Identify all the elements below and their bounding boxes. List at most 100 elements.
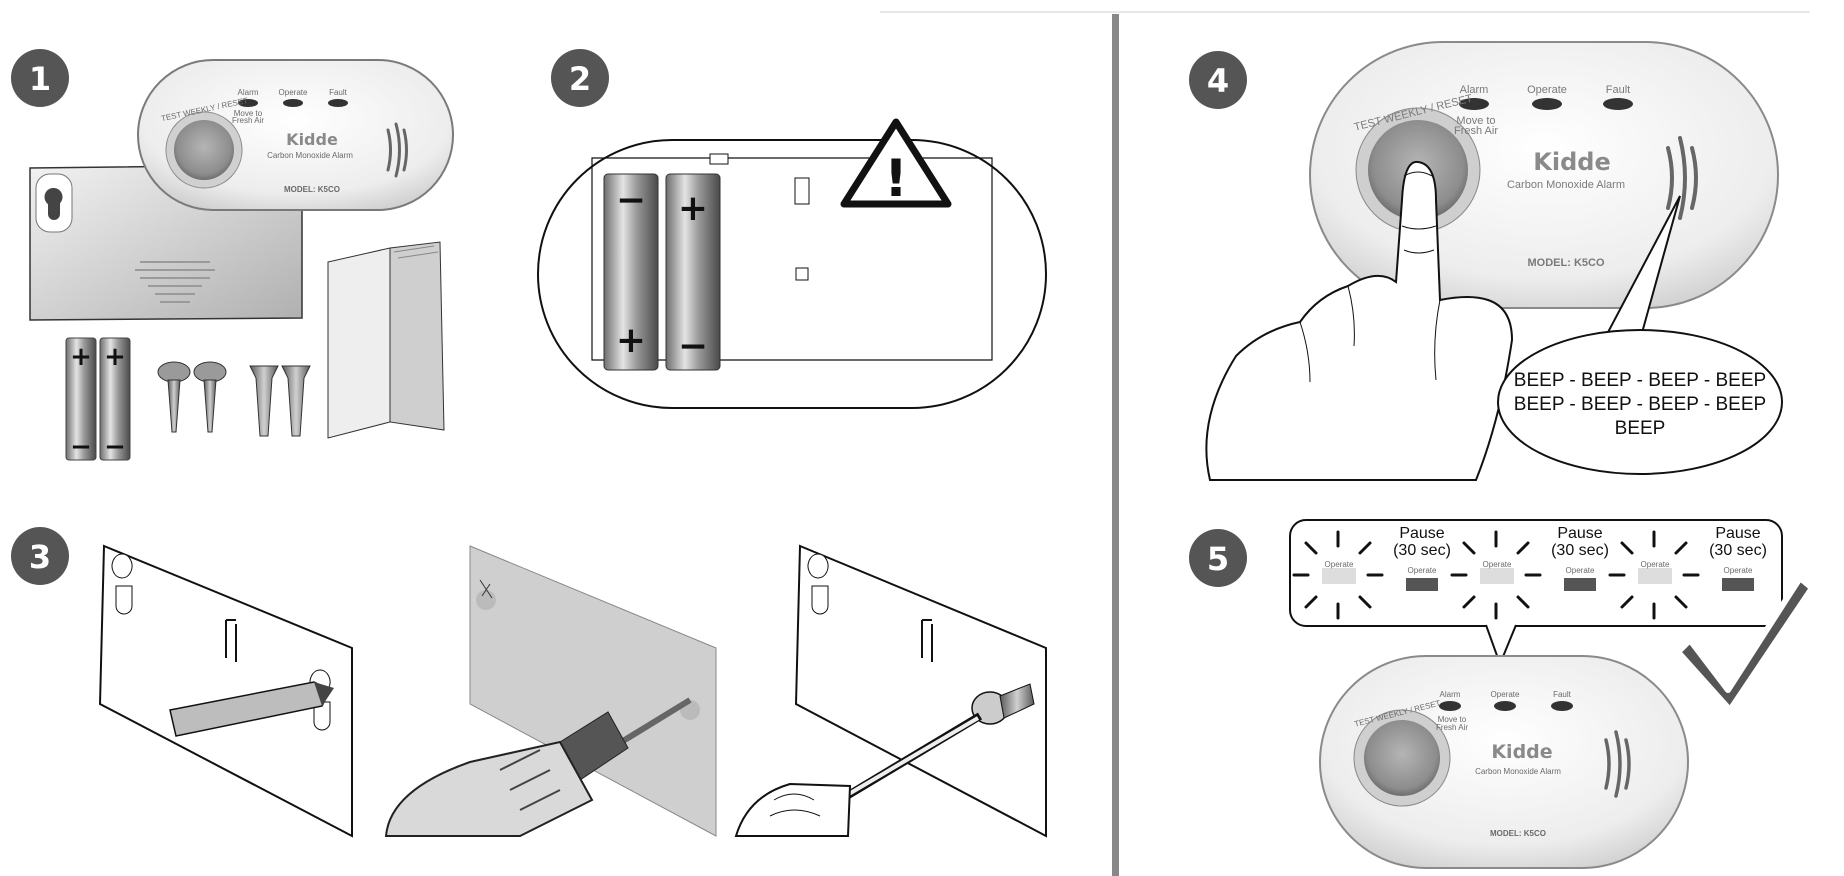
operate-led-off bbox=[1406, 578, 1438, 591]
flash-cycle: Operate Operate Pause (30 sec) bbox=[1292, 525, 1451, 620]
screw-icon bbox=[157, 361, 227, 433]
aa-batteries: + + − − bbox=[65, 337, 131, 462]
alarm-led bbox=[1439, 701, 1461, 711]
test-button bbox=[1364, 720, 1440, 796]
step-5-number: 5 bbox=[1207, 540, 1229, 578]
operate-flash-label: Operate bbox=[1325, 560, 1354, 569]
step-5-panel: 5 Operate Operate Pause (30 sec) bbox=[1189, 519, 1815, 869]
operate-led-label: Operate bbox=[279, 88, 308, 97]
pause-duration: (30 sec) bbox=[1709, 542, 1767, 559]
alarm-led-label: Alarm bbox=[238, 88, 259, 97]
operate-off-label: Operate bbox=[1724, 566, 1753, 575]
move-to-label: Move to bbox=[1438, 715, 1467, 724]
product-name: Carbon Monoxide Alarm bbox=[267, 151, 353, 160]
step-3-panel: 3 bbox=[11, 527, 1047, 838]
alarm-led bbox=[238, 99, 258, 107]
battery-2 bbox=[665, 173, 721, 371]
fresh-air-label: Fresh Air bbox=[1436, 723, 1468, 732]
screw-icon bbox=[971, 683, 1035, 725]
battery-minus: − bbox=[70, 432, 92, 462]
model-label: MODEL: K5CO bbox=[1490, 829, 1546, 838]
flash-sequence-callout: Operate Operate Pause (30 sec) Operate O… bbox=[1289, 519, 1783, 700]
pause-label: Pause bbox=[1557, 525, 1602, 542]
brand-logo: Kidde bbox=[286, 130, 338, 149]
pause-label: Pause bbox=[1715, 525, 1760, 542]
operate-off-label: Operate bbox=[1566, 566, 1595, 575]
product-name: Carbon Monoxide Alarm bbox=[1475, 767, 1561, 776]
step-5-badge bbox=[1189, 529, 1247, 587]
brand-logo: Kidde bbox=[1533, 148, 1610, 176]
fault-led-label: Fault bbox=[1553, 690, 1572, 699]
battery-1-plus: + bbox=[616, 320, 646, 361]
drill-holes-illustration bbox=[384, 545, 717, 837]
checkmark-icon bbox=[1675, 575, 1815, 713]
screwdriver-icon bbox=[734, 712, 983, 837]
step-1-badge bbox=[11, 49, 69, 107]
mark-holes-illustration bbox=[98, 544, 353, 838]
brand-logo: Kidde bbox=[1491, 741, 1552, 763]
fresh-air-label: Fresh Air bbox=[1454, 125, 1498, 137]
wall-plug-icon bbox=[249, 365, 311, 437]
manual-booklet-icon bbox=[327, 241, 445, 439]
step-1-panel: 1 Alarm Operate Fault Move to Fresh Air … bbox=[11, 49, 454, 462]
battery-2-minus: − bbox=[678, 326, 708, 367]
step-3-number: 3 bbox=[29, 538, 51, 576]
operate-led-label: Operate bbox=[1527, 84, 1567, 96]
model-label: MODEL: K5CO bbox=[1528, 257, 1605, 269]
model-label: MODEL: K5CO bbox=[284, 185, 340, 194]
step-2-number: 2 bbox=[569, 60, 591, 98]
move-to-label: Move to bbox=[1456, 115, 1495, 127]
product-name: Carbon Monoxide Alarm bbox=[1507, 179, 1625, 191]
beep-line-3: BEEP bbox=[1615, 418, 1666, 439]
operate-flash-label: Operate bbox=[1641, 560, 1670, 569]
finger-press-icon bbox=[1205, 160, 1514, 481]
co-alarm-unit-large: Alarm Operate Fault Move to Fresh Air TE… bbox=[1309, 41, 1779, 309]
fault-led bbox=[328, 99, 348, 107]
screw-plate-illustration bbox=[734, 544, 1047, 838]
step-3-badge bbox=[11, 527, 69, 585]
alarm-led-label: Alarm bbox=[1460, 84, 1489, 96]
battery-minus: − bbox=[104, 432, 126, 462]
operate-off-label: Operate bbox=[1408, 566, 1437, 575]
alarm-led-label: Alarm bbox=[1440, 690, 1461, 699]
operate-led bbox=[1532, 98, 1562, 110]
beep-line-1: BEEP - BEEP - BEEP - BEEP bbox=[1514, 370, 1766, 391]
fault-led bbox=[1551, 701, 1573, 711]
battery-compartment bbox=[591, 157, 993, 361]
battery-plus: + bbox=[70, 342, 92, 372]
fault-led bbox=[1603, 98, 1633, 110]
battery-1 bbox=[603, 173, 659, 371]
flash-cycle: Operate Operate Pause (30 sec) bbox=[1450, 525, 1609, 620]
operate-led bbox=[1494, 701, 1516, 711]
speaker-grille bbox=[1604, 730, 1631, 798]
operate-led bbox=[283, 99, 303, 107]
co-alarm-unit: Alarm Operate Fault Move to Fresh Air TE… bbox=[137, 59, 454, 211]
panel-divider bbox=[1112, 14, 1119, 876]
fault-led-label: Fault bbox=[329, 88, 348, 97]
step-2-badge bbox=[551, 49, 609, 107]
battery-plus: + bbox=[104, 342, 126, 372]
pencil-icon bbox=[169, 681, 334, 737]
warning-exclamation: ! bbox=[884, 149, 908, 209]
pause-duration: (30 sec) bbox=[1393, 542, 1451, 559]
beep-line-2: BEEP - BEEP - BEEP - BEEP bbox=[1514, 394, 1766, 415]
beep-speech-bubble: BEEP - BEEP - BEEP - BEEP BEEP - BEEP - … bbox=[1497, 195, 1783, 475]
move-to-label: Move to bbox=[234, 109, 263, 118]
drill-icon bbox=[384, 697, 692, 837]
alarm-led bbox=[1459, 98, 1489, 110]
pause-duration: (30 sec) bbox=[1551, 542, 1609, 559]
step-4-panel: 4 Alarm Operate Fault Move to Fresh Air … bbox=[1189, 41, 1783, 481]
operate-led-off bbox=[1564, 578, 1596, 591]
speaker-grille bbox=[386, 122, 408, 178]
step-4-badge bbox=[1189, 51, 1247, 109]
step-2-panel: 2 − + + − ! bbox=[537, 49, 1047, 409]
operate-led-label: Operate bbox=[1491, 690, 1520, 699]
test-button bbox=[174, 120, 234, 180]
pause-label: Pause bbox=[1399, 525, 1444, 542]
step-4-number: 4 bbox=[1207, 62, 1229, 100]
fault-led-label: Fault bbox=[1606, 84, 1630, 96]
speaker-grille bbox=[1666, 136, 1698, 220]
fresh-air-label: Fresh Air bbox=[232, 116, 264, 125]
step-1-number: 1 bbox=[29, 60, 51, 98]
battery-1-minus: − bbox=[616, 180, 646, 221]
